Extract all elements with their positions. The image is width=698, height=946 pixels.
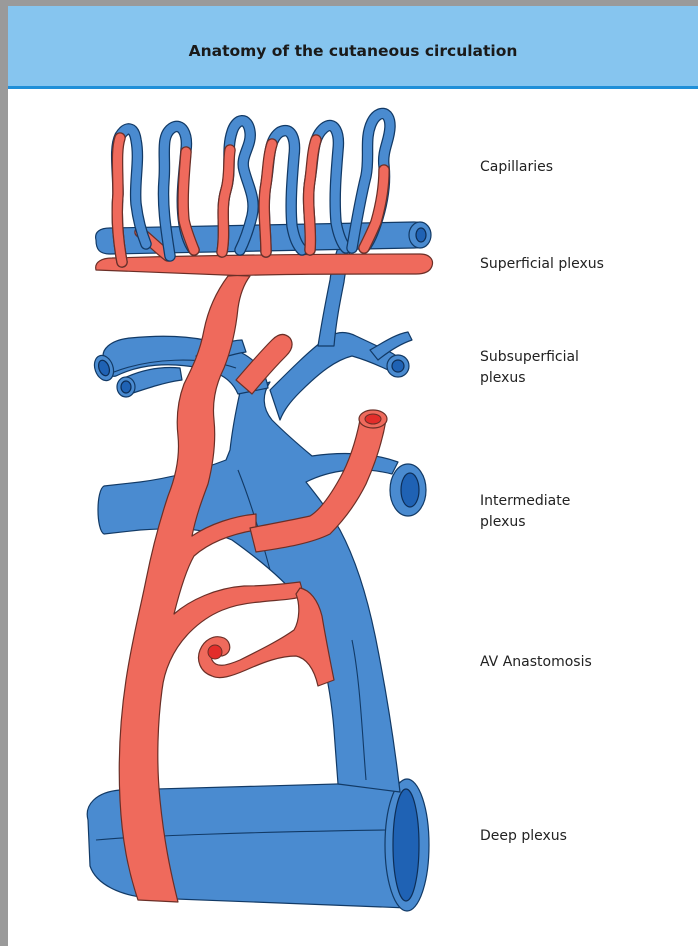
label-subsuperficial-line1: Subsuperficial <box>480 347 579 368</box>
label-capillaries: Capillaries <box>480 157 553 178</box>
label-subsuperficial-line2: plexus <box>480 368 579 389</box>
label-intermediate-line1: Intermediate <box>480 491 570 512</box>
label-subsuperficial-plexus: Subsuperficial plexus <box>480 347 579 389</box>
label-intermediate-plexus: Intermediate plexus <box>480 491 570 533</box>
label-av-anastomosis: AV Anastomosis <box>480 652 592 673</box>
label-intermediate-line2: plexus <box>480 512 570 533</box>
label-deep-plexus: Deep plexus <box>480 826 567 847</box>
label-superficial-plexus: Superficial plexus <box>480 254 604 275</box>
